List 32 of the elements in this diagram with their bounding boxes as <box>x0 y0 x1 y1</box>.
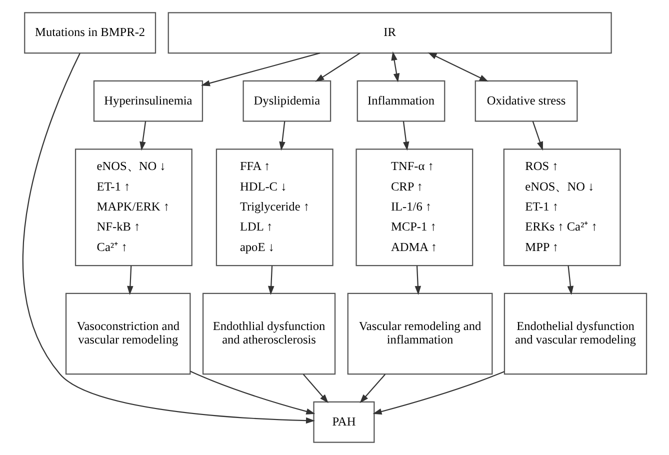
node-box: ROS ↑ eNOS、NO ↓ ET-1 ↑ ERKs ↑ Ca²⁺ ↑ MPP ↑ <box>503 148 621 266</box>
node-box: Vascular remodeling and inflammation <box>347 292 493 375</box>
arrow <box>391 51 400 82</box>
node-box: PAH <box>313 401 375 443</box>
node-box: Mutations in BMPR-2 <box>24 12 156 54</box>
node-box: eNOS、NO ↓ ET-1 ↑ MAPK/ERK ↑ NF-kB ↑ Ca²⁺ ↑ <box>74 148 192 266</box>
arrow <box>268 266 274 295</box>
node-box: FFA ↑ HDL-C ↓ Triglyceride ↑ LDL ↑ apoE ↓ <box>216 148 334 266</box>
arrow <box>140 121 146 151</box>
arrow <box>414 266 422 295</box>
node-box: Endothelial dysfunction and vascular remodeling <box>504 292 648 375</box>
arrow <box>22 53 315 424</box>
arrow <box>315 52 360 82</box>
arrow <box>127 266 134 295</box>
arrow <box>402 121 410 151</box>
node-box: Vasoconstriction and vascular remodeling <box>65 292 191 375</box>
arrow <box>428 52 488 82</box>
arrow <box>532 121 543 151</box>
arrow <box>303 374 328 404</box>
node-box: Inflammation <box>356 80 446 122</box>
node-box: IR <box>168 12 612 54</box>
arrow <box>200 52 320 86</box>
node-box: Hyperinsulinemia <box>93 80 204 122</box>
node-box: Endothlial dysfunction and atherosclerosis <box>202 292 336 375</box>
arrow <box>372 371 504 415</box>
node-box: TNF-α ↑ CRP ↑ IL-1/6 ↑ MCP-1 ↑ ADMA ↑ <box>356 148 474 266</box>
node-box: Oxidative stress <box>474 80 578 122</box>
arrow <box>279 121 286 151</box>
arrow <box>567 266 574 295</box>
arrow <box>360 374 386 404</box>
arrow <box>190 370 316 415</box>
node-box: Dyslipidemia <box>242 80 332 122</box>
